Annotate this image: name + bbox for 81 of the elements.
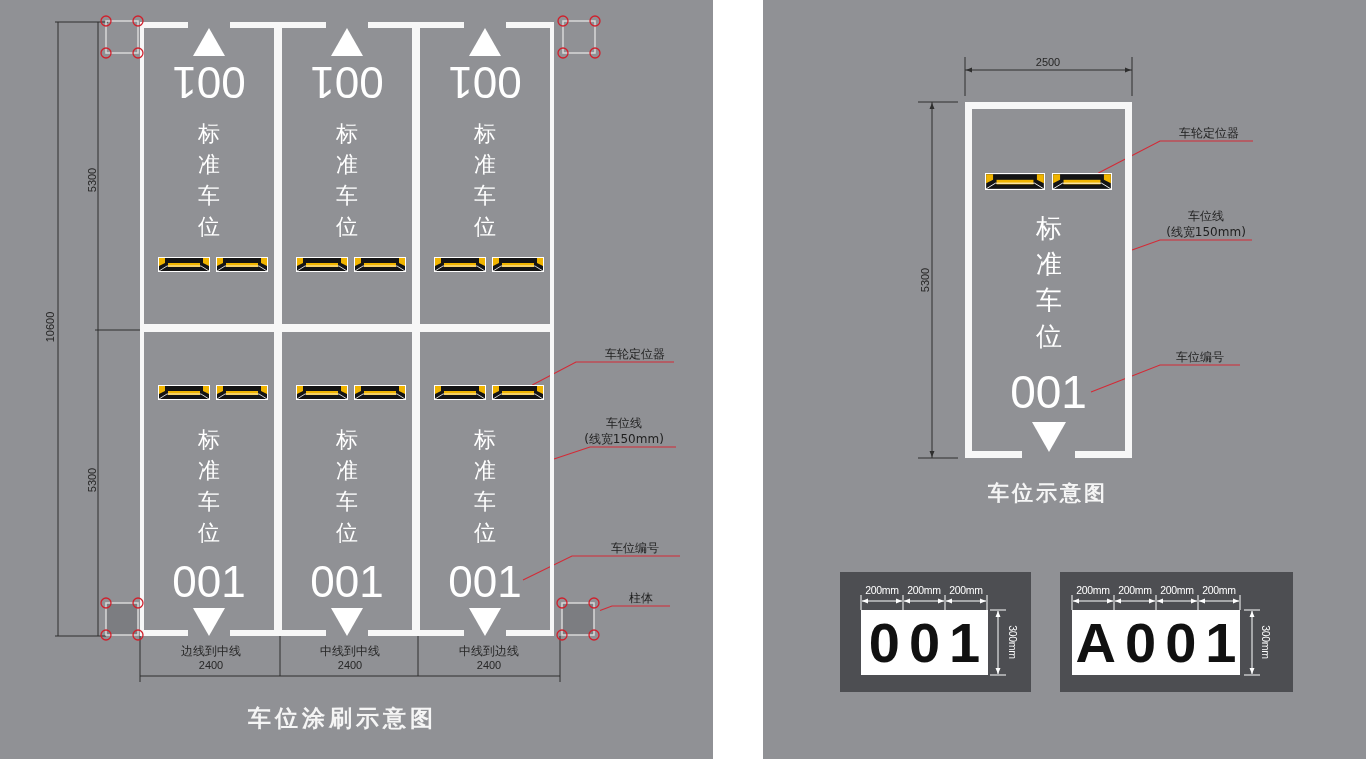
leader-line bbox=[531, 361, 675, 386]
wheel-stopper-drawing bbox=[492, 385, 544, 400]
dimension-label: 200mm bbox=[865, 584, 899, 596]
pillar-drawing bbox=[100, 597, 144, 641]
callout-label: 柱体 bbox=[629, 590, 653, 606]
wheel-stopper-drawing bbox=[158, 385, 210, 400]
dimension-label: 中线到中线 bbox=[320, 645, 380, 657]
callout-label: 车位线 bbox=[1188, 208, 1224, 224]
diagram-caption: 车位涂刷示意图 bbox=[247, 706, 437, 730]
callout-label: 车位编号 bbox=[1176, 349, 1224, 365]
dimension-label: 5300 bbox=[86, 167, 98, 193]
parking-stall bbox=[965, 102, 1132, 458]
wheel-stopper-drawing bbox=[434, 385, 486, 400]
callout-label: (线宽150mm) bbox=[584, 431, 664, 447]
wheel-stopper-drawing bbox=[158, 257, 210, 272]
wheel-stopper-drawing bbox=[985, 173, 1045, 190]
number-plate bbox=[1072, 610, 1240, 675]
stall-number: 001 bbox=[310, 60, 384, 104]
dimension-label: 300mm bbox=[1260, 625, 1272, 659]
stall-number: 001 bbox=[1010, 369, 1087, 415]
pillar-drawing bbox=[557, 15, 601, 59]
stall-number: 001 bbox=[448, 560, 522, 604]
dimension-label: 300mm bbox=[1007, 625, 1019, 659]
leader-line bbox=[553, 446, 677, 460]
plate-number: A001 bbox=[1075, 614, 1246, 671]
callout-label: 车位线 bbox=[606, 415, 642, 431]
leader-line bbox=[1090, 364, 1241, 393]
diagram-caption: 车位示意图 bbox=[988, 482, 1108, 504]
dimension-label: 中线到边线 bbox=[459, 645, 519, 657]
wheel-stopper-drawing bbox=[1052, 173, 1112, 190]
dimension-label: 5300 bbox=[919, 267, 931, 293]
dimension-label: 200mm bbox=[907, 584, 941, 596]
leader-line bbox=[1131, 239, 1253, 251]
callout-label: 车轮定位器 bbox=[1179, 125, 1239, 141]
parking-stall bbox=[140, 22, 278, 328]
stall-number: 001 bbox=[172, 60, 246, 104]
dimension-label: 200mm bbox=[1076, 584, 1110, 596]
parking-stall bbox=[416, 22, 554, 328]
stall-label: 标准车位 bbox=[336, 120, 358, 241]
wheel-stopper-drawing bbox=[354, 385, 406, 400]
stall-number: 001 bbox=[172, 560, 246, 604]
dimension-label: 2400 bbox=[476, 659, 502, 671]
pillar-drawing bbox=[100, 15, 144, 59]
leader-line bbox=[522, 555, 681, 581]
parking-stall bbox=[278, 328, 416, 636]
parking-stall bbox=[140, 328, 278, 636]
dimension-label: 2400 bbox=[337, 659, 363, 671]
stall-label: 标准车位 bbox=[198, 426, 220, 547]
callout-label: 车轮定位器 bbox=[605, 346, 665, 362]
wheel-stopper-drawing bbox=[296, 385, 348, 400]
stall-label: 标准车位 bbox=[1035, 212, 1062, 353]
stall-number: 001 bbox=[448, 60, 522, 104]
plate-number: 001 bbox=[868, 614, 990, 671]
stall-label: 标准车位 bbox=[198, 120, 220, 241]
parking-stall bbox=[278, 22, 416, 328]
parking-stall bbox=[416, 328, 554, 636]
wheel-stopper-drawing bbox=[492, 257, 544, 272]
wheel-stopper-drawing bbox=[434, 257, 486, 272]
dimension-label: 5300 bbox=[86, 467, 98, 493]
dimension-label: 200mm bbox=[949, 584, 983, 596]
dimension-label: 200mm bbox=[1160, 584, 1194, 596]
wheel-stopper-drawing bbox=[354, 257, 406, 272]
number-plate bbox=[861, 610, 988, 675]
callout-label: (线宽150mm) bbox=[1166, 224, 1246, 240]
wheel-stopper-drawing bbox=[216, 257, 268, 272]
leader-line bbox=[599, 605, 671, 612]
stall-number: 001 bbox=[310, 560, 384, 604]
stall-label: 标准车位 bbox=[336, 426, 358, 547]
wheel-stopper-drawing bbox=[216, 385, 268, 400]
dimension-label: 200mm bbox=[1202, 584, 1236, 596]
dimension-label: 2500 bbox=[1035, 56, 1061, 68]
stall-label: 标准车位 bbox=[474, 426, 496, 547]
stall-label: 标准车位 bbox=[474, 120, 496, 241]
dimension-label: 200mm bbox=[1118, 584, 1152, 596]
pillar-drawing bbox=[556, 597, 600, 641]
leader-line bbox=[1097, 140, 1254, 174]
callout-label: 车位编号 bbox=[611, 540, 659, 556]
dimension-label: 2400 bbox=[198, 659, 224, 671]
wheel-stopper-drawing bbox=[296, 257, 348, 272]
dimension-label: 10600 bbox=[44, 311, 56, 343]
dimension-label: 边线到中线 bbox=[181, 645, 241, 657]
